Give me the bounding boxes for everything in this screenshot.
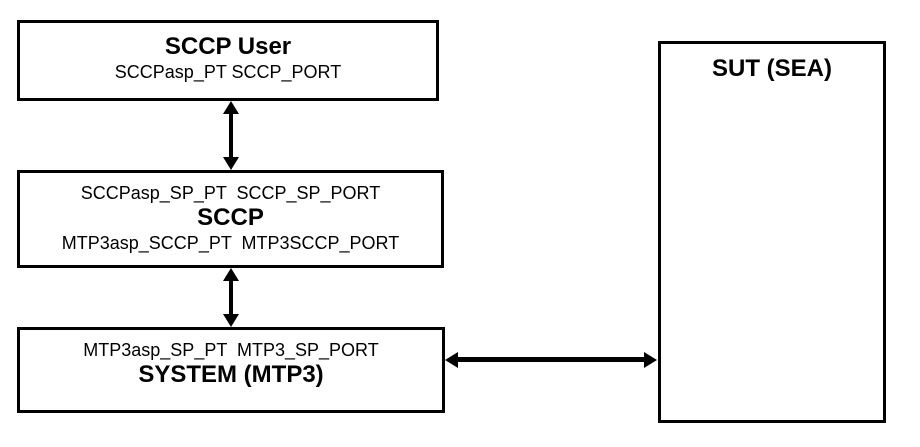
sccp-box: SCCPasp_SP_PT SCCP_SP_PORT SCCP MTP3asp_… (17, 170, 444, 268)
sccp-box-top-ports: SCCPasp_SP_PT SCCP_SP_PORT (80, 183, 381, 203)
arrow-shaft (454, 357, 648, 362)
sut-box-title: SUT (SEA) (712, 55, 832, 82)
sccp-user-box-ports: SCCPasp_PT SCCP_PORT (114, 62, 342, 82)
arrow-down-head-icon (223, 157, 239, 170)
arrow-sccp-user-to-sccp (223, 101, 239, 170)
system-mtp3-box-ports: MTP3asp_SP_PT MTP3_SP_PORT (83, 340, 379, 360)
system-mtp3-box: MTP3asp_SP_PT MTP3_SP_PORT SYSTEM (MTP3) (17, 327, 445, 413)
sut-box: SUT (SEA) (658, 41, 886, 423)
system-mtp3-box-title: SYSTEM (MTP3) (138, 361, 324, 388)
sccp-box-title: SCCP (197, 204, 264, 231)
arrow-up-head-icon (223, 101, 239, 114)
arrow-shaft (229, 111, 233, 160)
arrow-sccp-to-system-mtp3 (223, 268, 239, 327)
arrow-right-head-icon (644, 352, 657, 368)
arrow-up-head-icon (223, 268, 239, 281)
sccp-user-box: SCCP User SCCPasp_PT SCCP_PORT (17, 20, 439, 101)
arrow-left-head-icon (445, 352, 458, 368)
arrow-system-mtp3-to-sut (445, 352, 657, 368)
arrow-shaft (229, 278, 233, 317)
sccp-box-bottom-ports: MTP3asp_SCCP_PT MTP3SCCP_PORT (61, 233, 400, 253)
sccp-user-box-title: SCCP User (164, 33, 292, 60)
arrow-down-head-icon (223, 314, 239, 327)
